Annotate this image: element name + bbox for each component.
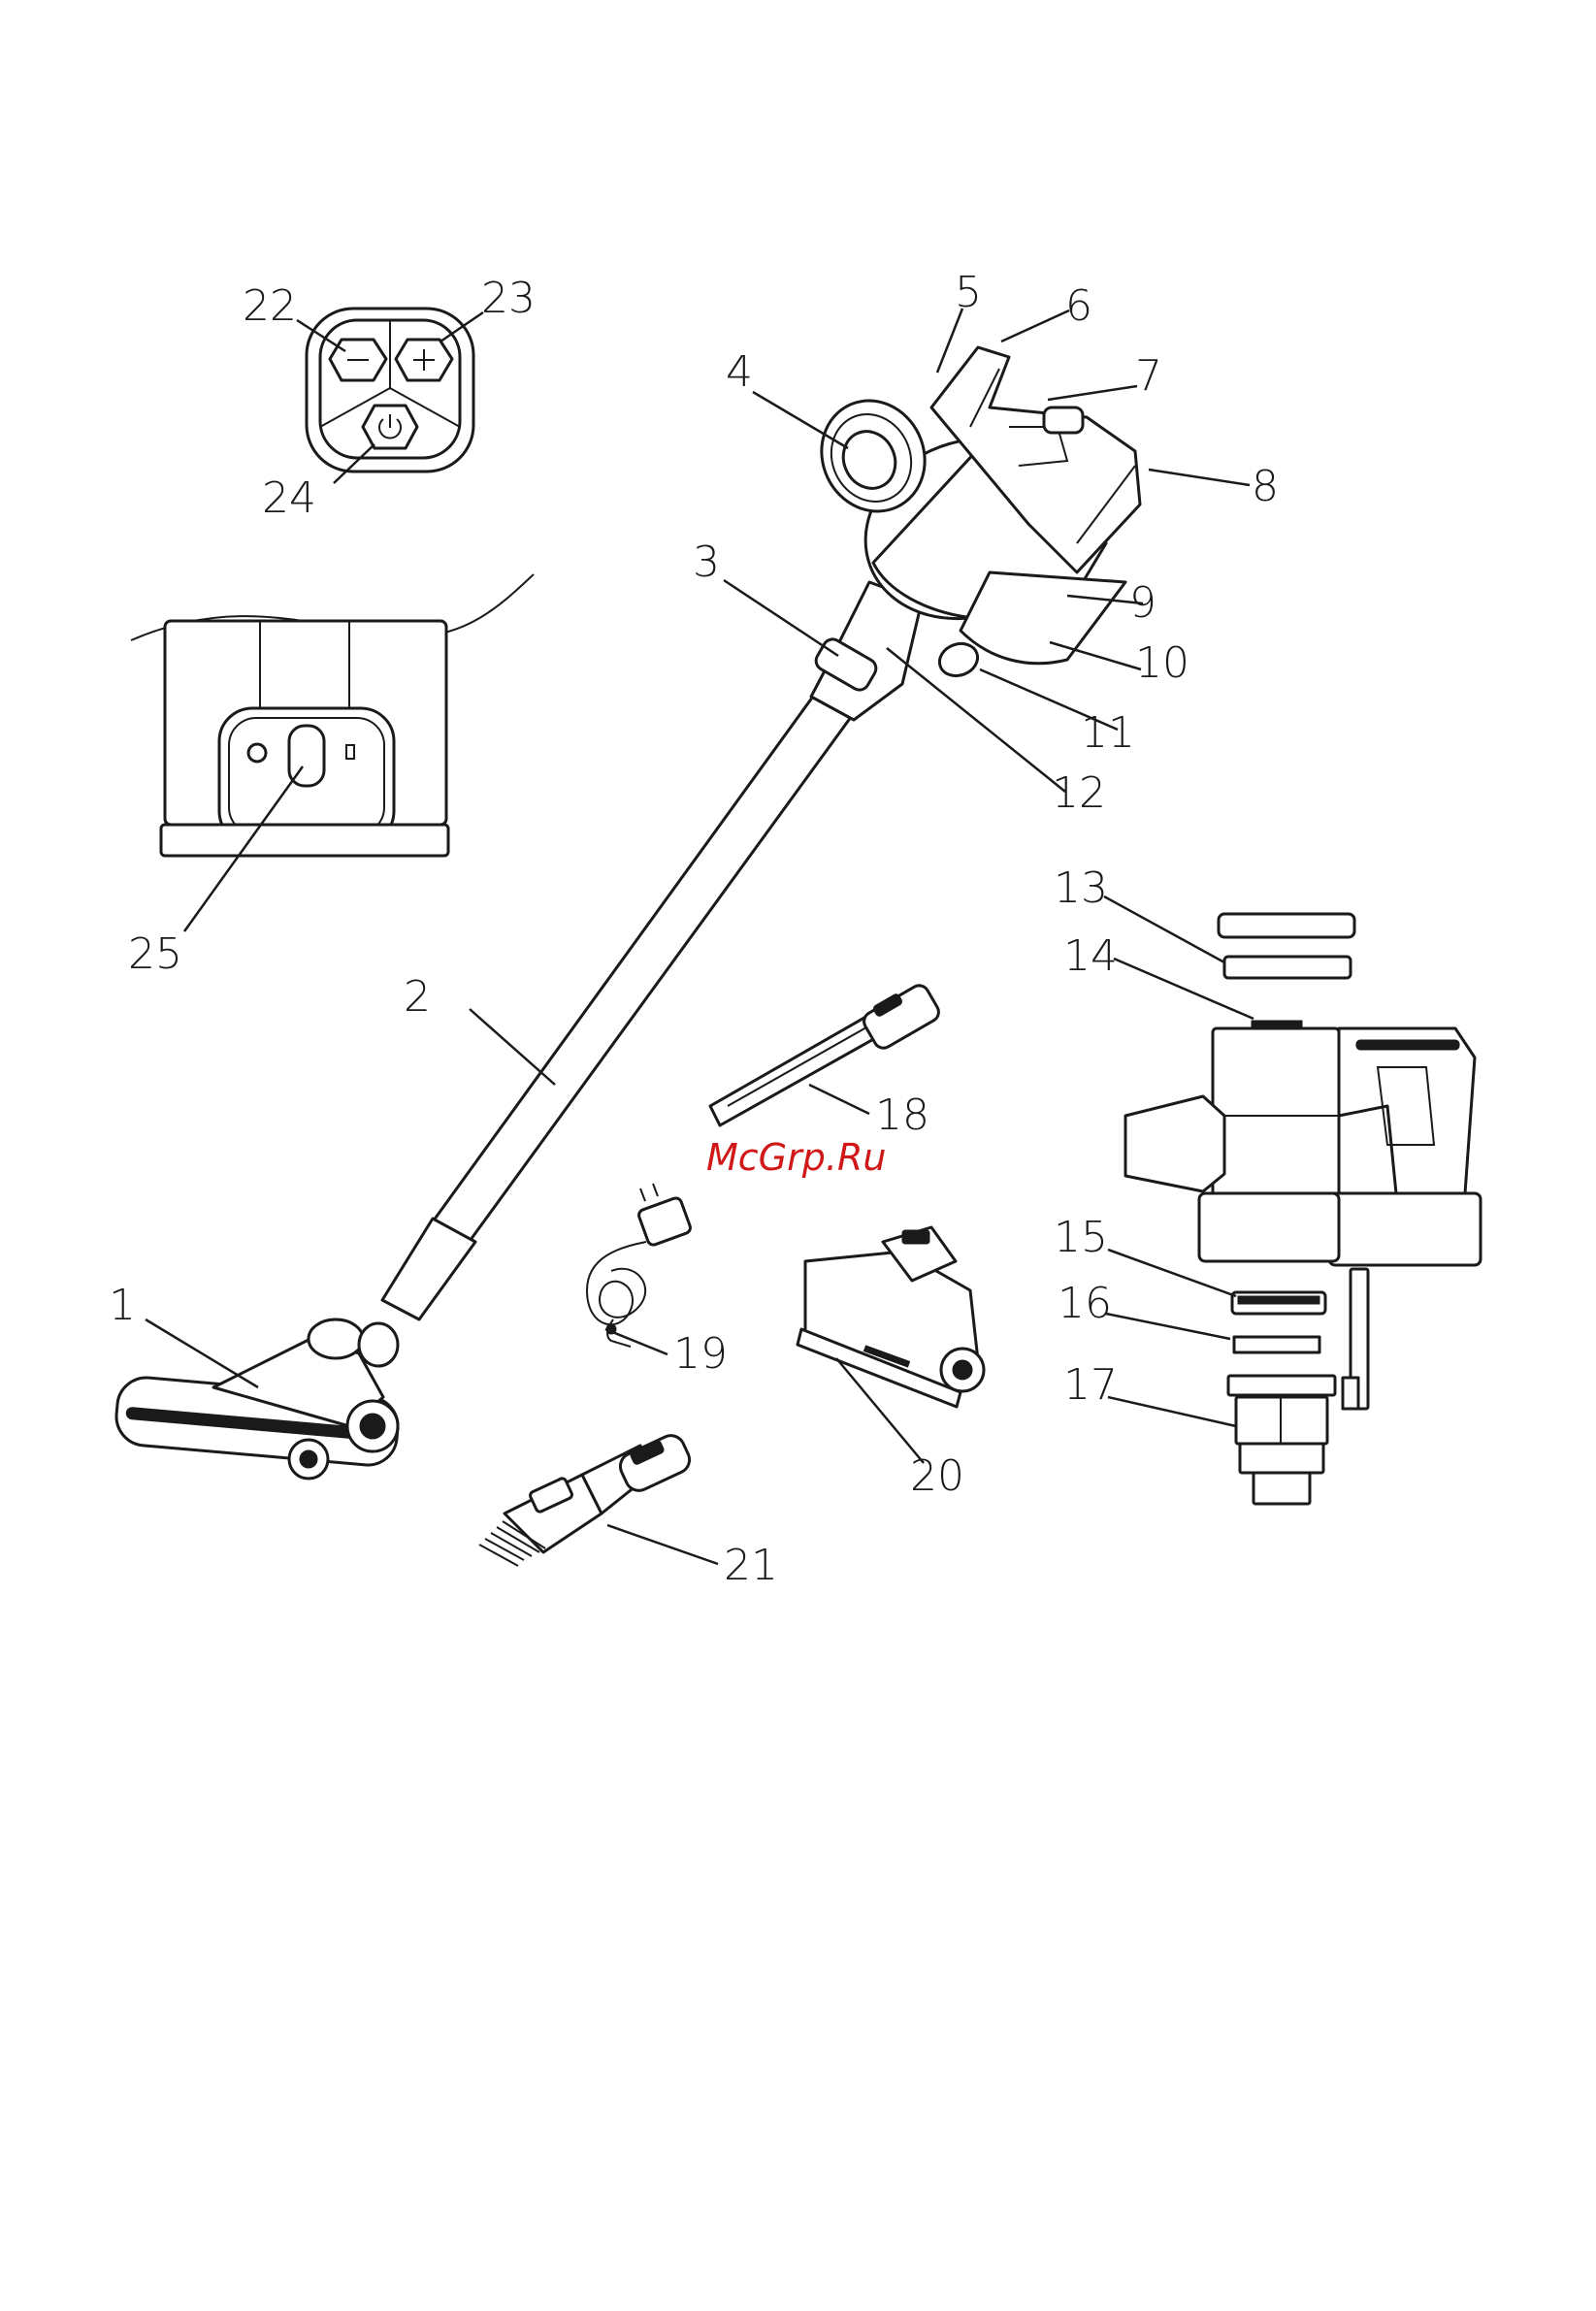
control-panel [307,309,473,472]
callout-10: 10 [1135,638,1189,688]
charger-adapter [587,1184,692,1347]
part-16 [1234,1337,1319,1352]
charge-socket-icon [248,744,266,762]
charge-port-detail [131,574,534,856]
callout-16: 16 [1058,1279,1112,1328]
callout-12: 12 [1052,768,1106,818]
callout-24: 24 [262,473,316,523]
callout-13: 13 [1054,863,1108,913]
dust-bin-exploded [1125,914,1481,1504]
callout-20: 20 [910,1451,964,1501]
callout-7: 7 [1135,351,1162,401]
callout-1: 1 [109,1281,136,1330]
callout-22: 22 [243,281,297,331]
callout-25: 25 [128,929,182,979]
callout-17: 17 [1063,1360,1118,1410]
power-button [363,406,417,448]
callout-14: 14 [1063,931,1118,981]
part-14 [1224,957,1351,978]
callout-23: 23 [481,274,536,323]
callout-4: 4 [726,347,753,397]
callout-19: 19 [673,1329,728,1379]
part-13 [1219,914,1354,937]
callout-15: 15 [1054,1213,1108,1262]
callout-6: 6 [1065,281,1092,331]
floor-brush [114,1319,401,1479]
callout-3: 3 [693,537,720,587]
callout-2: 2 [404,972,431,1022]
dusting-brush [479,1431,694,1566]
watermark: McGrp.Ru [706,1136,886,1179]
callout-9: 9 [1129,578,1156,628]
part-17 [1228,1376,1335,1504]
mini-turbo-brush [798,1227,984,1407]
callout-8: 8 [1252,462,1279,511]
callout-11: 11 [1081,708,1135,758]
callout-18: 18 [875,1090,929,1140]
callout-5: 5 [955,268,982,317]
plus-button [396,340,452,380]
callout-21: 21 [724,1541,778,1590]
